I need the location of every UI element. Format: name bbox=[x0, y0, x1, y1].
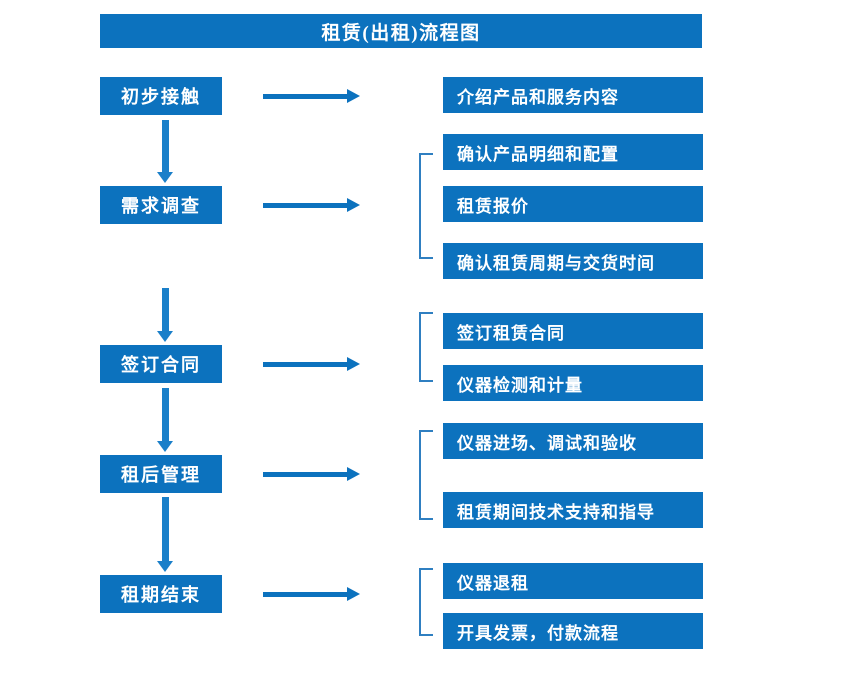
detail-box-4[interactable]: 确认租赁周期与交货时间 bbox=[443, 243, 703, 279]
detail-box-7[interactable]: 仪器进场、调试和验收 bbox=[443, 423, 703, 459]
arrow-shaft bbox=[263, 362, 347, 367]
arrow-shaft bbox=[162, 120, 169, 172]
stage-box-1[interactable]: 初步接触 bbox=[100, 77, 222, 115]
group-bracket-icon-2 bbox=[419, 312, 433, 382]
detail-box-8[interactable]: 租赁期间技术支持和指导 bbox=[443, 492, 703, 528]
arrow-right-icon-1 bbox=[263, 89, 360, 103]
arrow-down-icon-4 bbox=[157, 497, 173, 572]
detail-box-5[interactable]: 签订租赁合同 bbox=[443, 313, 703, 349]
detail-box-6[interactable]: 仪器检测和计量 bbox=[443, 365, 703, 401]
arrow-right-icon-2 bbox=[263, 198, 360, 212]
detail-box-9[interactable]: 仪器退租 bbox=[443, 563, 703, 599]
arrow-shaft bbox=[263, 203, 347, 208]
arrow-shaft bbox=[263, 472, 347, 477]
arrow-shaft bbox=[162, 288, 169, 331]
arrow-down-icon-1 bbox=[157, 120, 173, 183]
arrow-right-icon-4 bbox=[263, 467, 360, 481]
detail-box-3[interactable]: 租赁报价 bbox=[443, 186, 703, 222]
stage-box-2[interactable]: 需求调查 bbox=[100, 186, 222, 224]
detail-box-10[interactable]: 开具发票，付款流程 bbox=[443, 613, 703, 649]
arrow-shaft bbox=[162, 497, 169, 561]
arrow-head bbox=[157, 172, 173, 183]
arrow-head bbox=[347, 587, 360, 601]
arrow-head bbox=[347, 357, 360, 371]
arrow-head bbox=[157, 561, 173, 572]
arrow-head bbox=[347, 89, 360, 103]
detail-box-1[interactable]: 介绍产品和服务内容 bbox=[443, 77, 703, 113]
stage-box-5[interactable]: 租期结束 bbox=[100, 575, 222, 613]
group-bracket-icon-4 bbox=[419, 568, 433, 636]
group-bracket-icon-3 bbox=[419, 430, 433, 520]
stage-box-3[interactable]: 签订合同 bbox=[100, 345, 222, 383]
arrow-right-icon-3 bbox=[263, 357, 360, 371]
arrow-head bbox=[347, 467, 360, 481]
arrow-shaft bbox=[162, 388, 169, 441]
arrow-head bbox=[157, 331, 173, 342]
arrow-head bbox=[157, 441, 173, 452]
detail-box-2[interactable]: 确认产品明细和配置 bbox=[443, 134, 703, 170]
arrow-down-icon-2 bbox=[157, 288, 173, 342]
arrow-head bbox=[347, 198, 360, 212]
arrow-down-icon-3 bbox=[157, 388, 173, 452]
group-bracket-icon-1 bbox=[419, 153, 433, 259]
arrow-shaft bbox=[263, 94, 347, 99]
chart-title-banner: 租赁(出租)流程图 bbox=[100, 14, 702, 48]
arrow-shaft bbox=[263, 592, 347, 597]
arrow-right-icon-5 bbox=[263, 587, 360, 601]
stage-box-4[interactable]: 租后管理 bbox=[100, 455, 222, 493]
